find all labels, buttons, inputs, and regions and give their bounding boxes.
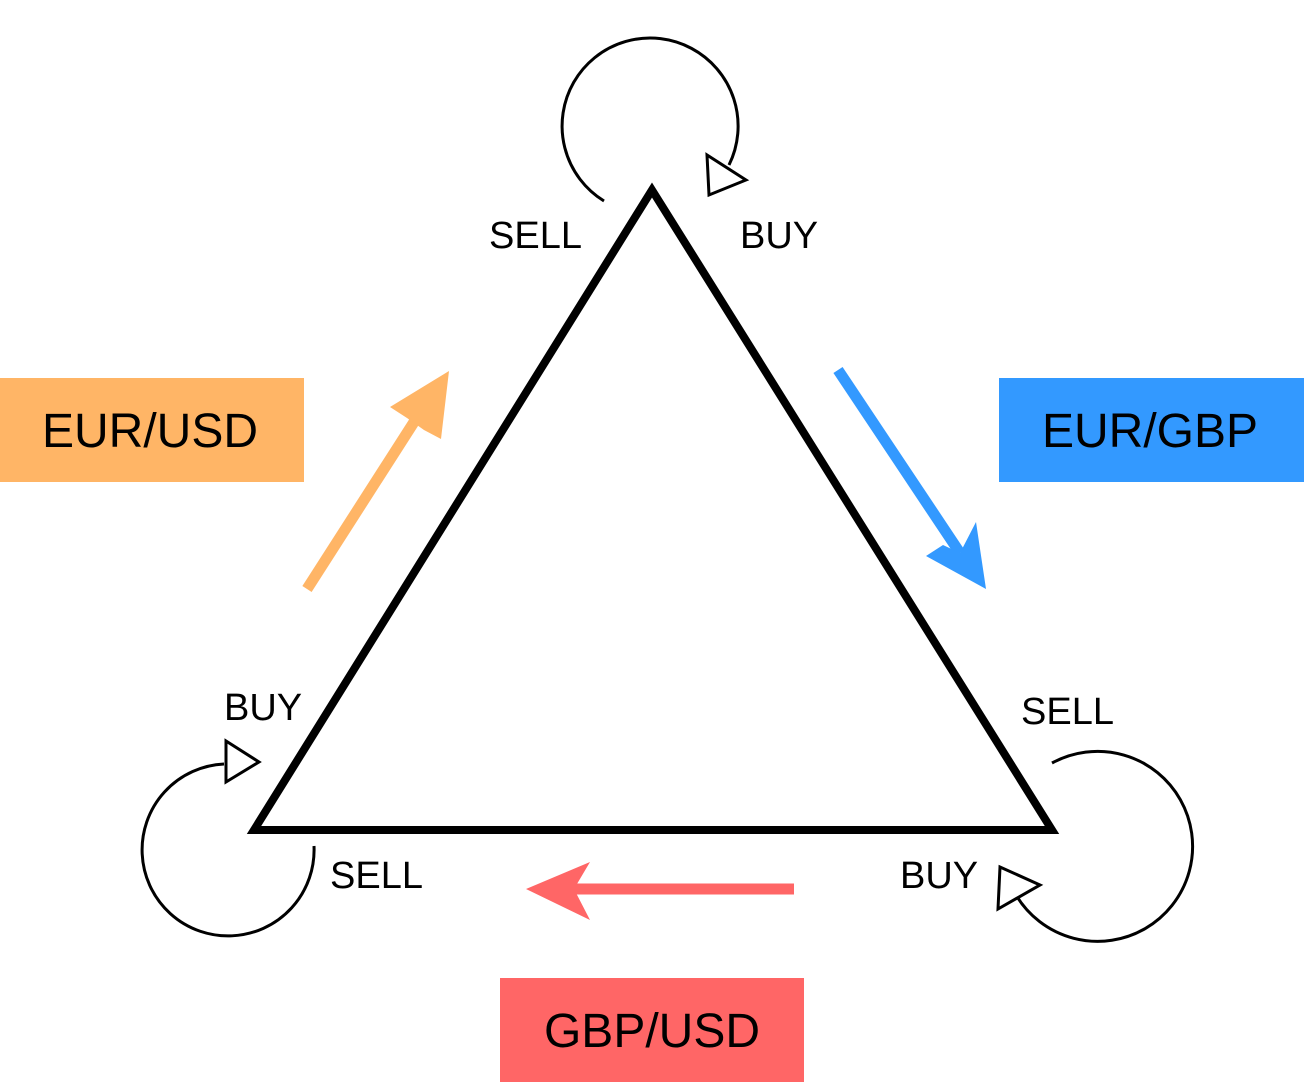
- bottom-left-loop-arrowhead-icon: [224, 738, 262, 785]
- bottom-right-loop-arrowhead-icon: [996, 864, 1044, 912]
- triangle: [246, 182, 1060, 834]
- top-loop-arc: [560, 36, 740, 203]
- top-buy-label: BUY: [740, 215, 818, 257]
- eur-gbp-label: EUR/GBP: [1042, 405, 1258, 458]
- gbp-usd-arrow-head-icon: [526, 862, 590, 920]
- eur-usd-arrow: [302, 371, 449, 592]
- bottom-right-loop: [996, 749, 1195, 943]
- eur-gbp-arrow-head-icon: [926, 522, 986, 589]
- eur-gbp-box-bg: [999, 378, 1304, 482]
- eur-gbp-box: EUR/GBP: [999, 378, 1304, 482]
- gbp-usd-box: GBP/USD: [500, 978, 804, 1082]
- gbp-usd-box-bg: [500, 978, 804, 1082]
- bottom-right-loop-arc: [1014, 749, 1195, 943]
- eur-usd-box: EUR/USD: [0, 378, 304, 482]
- bottom-right-sell-label: SELL: [1021, 691, 1114, 733]
- eur-usd-box-bg: [0, 378, 304, 482]
- eur-gbp-arrow: [833, 366, 986, 589]
- top-loop-arrowhead-icon: [705, 152, 750, 198]
- bottom-left-sell-label: SELL: [330, 855, 423, 897]
- eur-usd-label: EUR/USD: [42, 405, 258, 458]
- eur-usd-arrow-shaft: [302, 405, 428, 592]
- bottom-left-buy-label: BUY: [224, 687, 302, 729]
- gbp-usd-label: GBP/USD: [544, 1005, 760, 1058]
- bottom-left-loop-arc: [140, 762, 316, 938]
- eur-gbp-arrow-shaft: [833, 366, 965, 557]
- gbp-usd-arrow: [526, 862, 794, 920]
- bottom-right-buy-label: BUY: [900, 855, 978, 897]
- eur-usd-arrow-head-icon: [390, 371, 449, 439]
- top-loop: [560, 36, 750, 203]
- top-sell-label: SELL: [489, 215, 582, 257]
- bottom-left-loop: [140, 738, 316, 938]
